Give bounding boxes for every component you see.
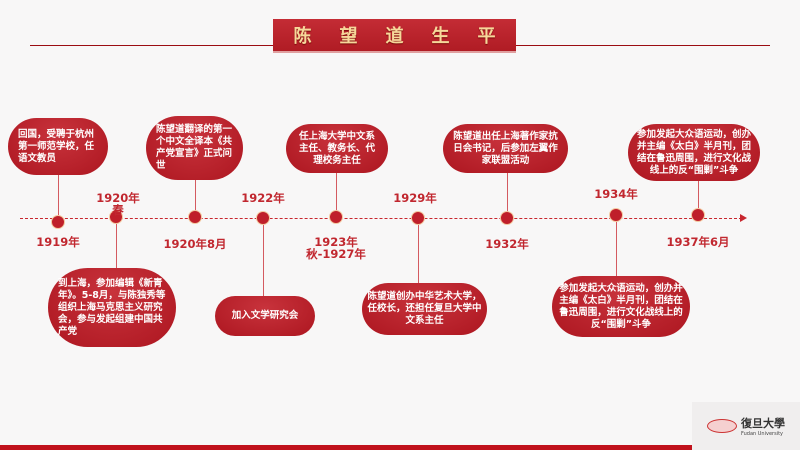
footer-bar	[0, 445, 692, 450]
connector	[58, 175, 59, 218]
year-label: 1920年春	[96, 191, 140, 217]
timeline-arrow-icon	[740, 214, 747, 222]
fudan-logo: 復旦大學 Fudan University	[692, 402, 800, 450]
logo-subtitle: Fudan University	[741, 431, 783, 437]
connector	[698, 181, 699, 218]
year-label: 1934年	[594, 187, 638, 201]
logo-name: 復旦大學	[741, 417, 785, 430]
timeline-dot	[500, 211, 514, 225]
connector	[616, 218, 617, 278]
timeline-axis	[20, 218, 742, 219]
event-bubble: 参加发起大众语运动，创办并主编《太白》半月刊，团结在鲁迅周围，进行文化战线上的反…	[628, 124, 760, 181]
event-bubble: 回国，受聘于杭州第一师范学校，任语文教员	[8, 118, 108, 175]
event-bubble: 陈望道出任上海著作家抗日会书记，后参加左翼作家联盟活动	[443, 124, 568, 173]
year-label: 1929年	[393, 191, 437, 205]
page-title: 陈 望 道 生 平	[273, 19, 516, 51]
connector	[336, 173, 337, 218]
year-label: 1920年8月	[163, 237, 227, 251]
timeline-dot	[609, 208, 623, 222]
year-label: 1937年6月	[666, 235, 730, 249]
title-char: 生	[431, 26, 450, 47]
year-label: 1922年	[241, 191, 285, 205]
connector	[507, 173, 508, 218]
year-label: 1932年	[485, 237, 529, 251]
timeline-dot	[256, 211, 270, 225]
event-bubble: 加入文学研究会	[215, 296, 315, 336]
year-label: 1919年	[36, 235, 80, 249]
title-char: 平	[477, 26, 496, 47]
timeline-dot	[51, 215, 65, 229]
timeline-dot	[329, 210, 343, 224]
title-char: 望	[339, 26, 358, 47]
event-bubble: 到上海，参加编辑《新青年》。5-8月，与陈独秀等组织上海马克思主义研究会，参与发…	[48, 268, 176, 347]
connector	[418, 218, 419, 285]
seal-icon	[707, 419, 737, 433]
title-char: 道	[385, 26, 404, 47]
event-bubble: 陈望道翻译的第一个中文全译本《共产党宣言》正式问世	[146, 116, 243, 180]
timeline-dot	[188, 210, 202, 224]
event-bubble: 任上海大学中文系主任、教务长、代理校务主任	[286, 124, 388, 173]
connector	[195, 180, 196, 218]
event-bubble: 参加发起大众语运动，创办并主编《太白》半月刊，团结在鲁迅周围，进行文化战线上的反…	[552, 276, 690, 337]
connector	[116, 218, 117, 273]
timeline-dot	[691, 208, 705, 222]
timeline-dot	[411, 211, 425, 225]
event-bubble: 陈望道创办中华艺术大学，任校长，还担任复旦大学中文系主任	[362, 283, 487, 335]
title-char: 陈	[293, 26, 312, 47]
year-label: 1923年秋-1927年	[306, 235, 366, 261]
timeline-dot	[109, 210, 123, 224]
connector	[263, 218, 264, 298]
